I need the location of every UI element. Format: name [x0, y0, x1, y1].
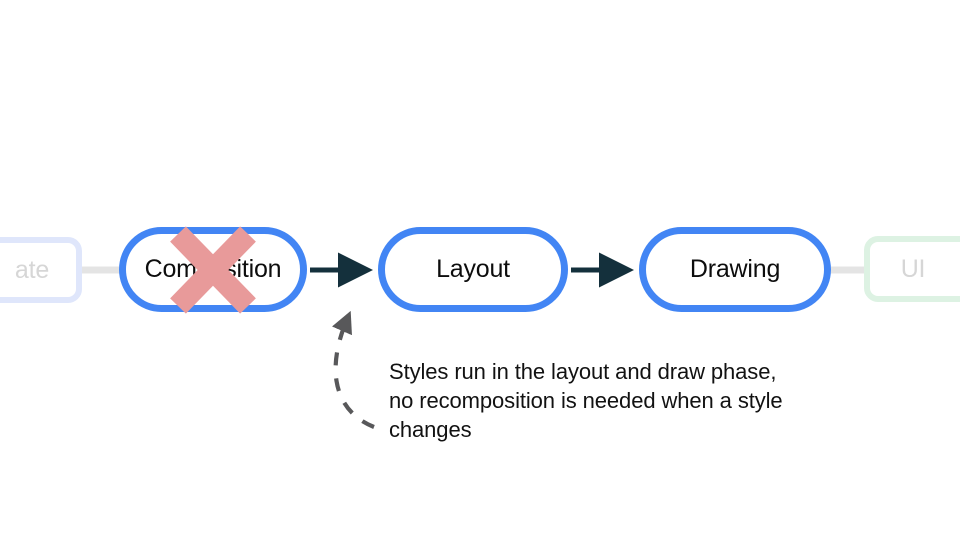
node-drawing[interactable]: Drawing	[639, 227, 831, 312]
node-state-faded[interactable]: ate	[0, 237, 82, 303]
node-ui-label: UI	[900, 254, 926, 283]
callout-text: Styles run in the layout and draw phase,…	[389, 359, 783, 442]
node-layout[interactable]: Layout	[378, 227, 568, 312]
node-composition-label: Composition	[144, 255, 282, 283]
callout-dashed-arrow	[331, 310, 375, 429]
node-ui-faded[interactable]: UI	[864, 236, 960, 302]
node-state-label: ate	[14, 255, 50, 284]
node-layout-label: Layout	[436, 255, 510, 283]
node-drawing-label: Drawing	[689, 255, 781, 283]
node-composition[interactable]: Composition	[119, 227, 307, 312]
